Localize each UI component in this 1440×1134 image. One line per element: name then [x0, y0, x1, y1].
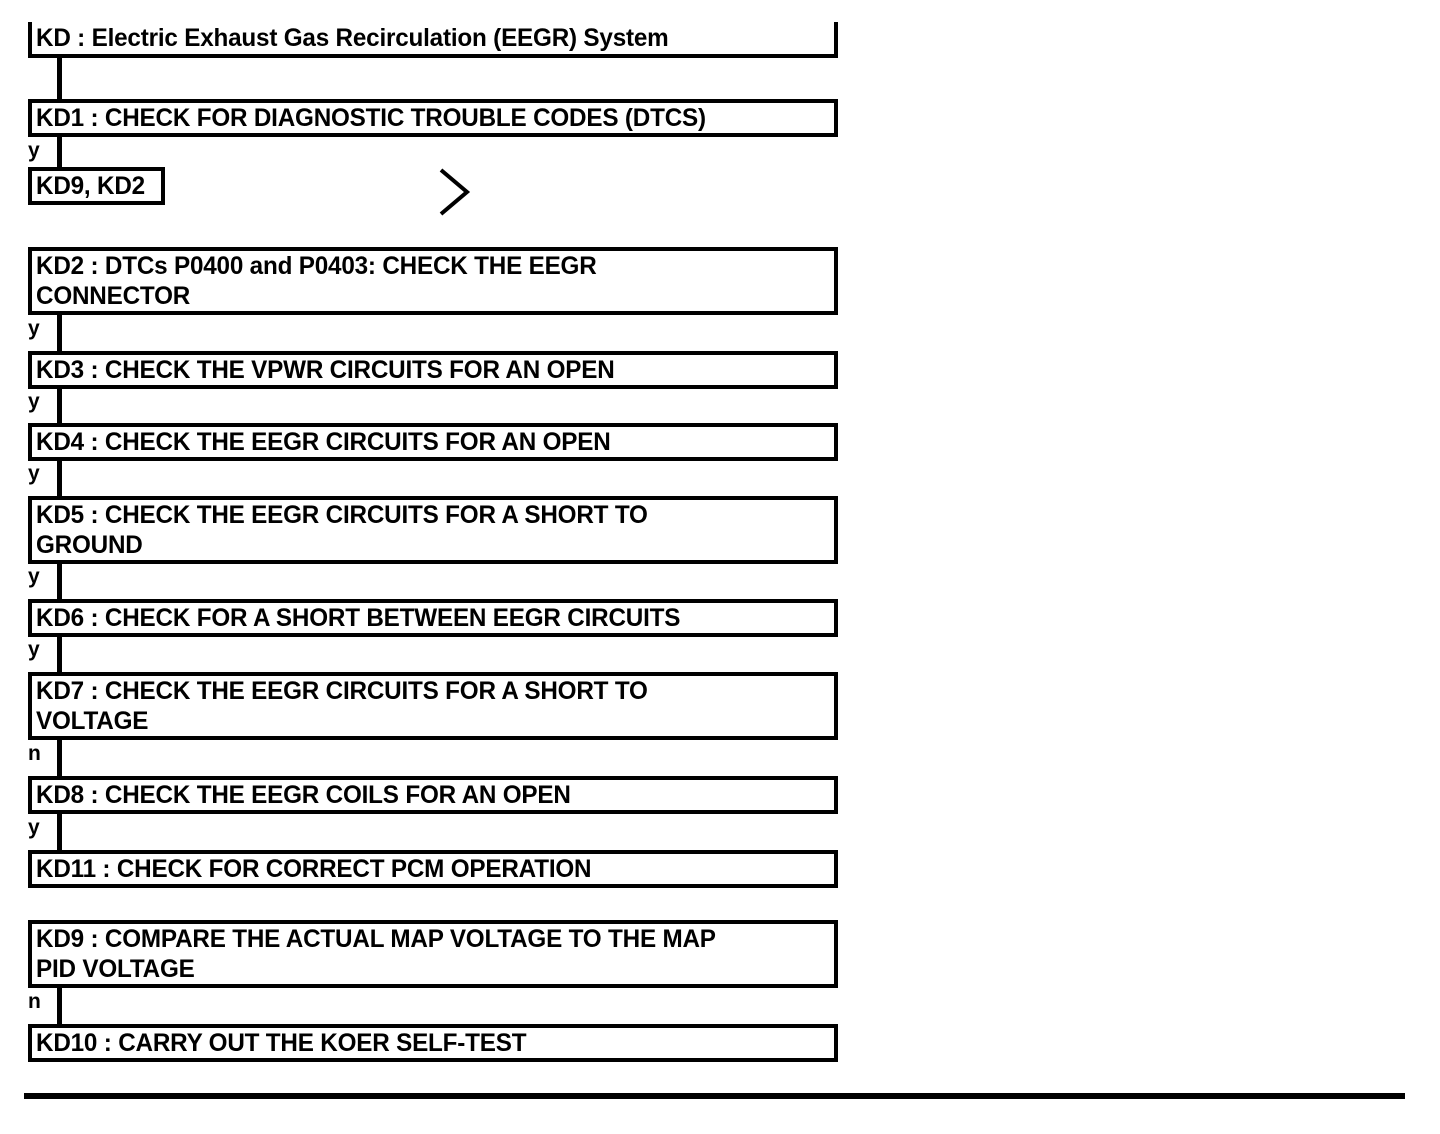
connector-kd6-to-kd7 [57, 637, 62, 672]
node-kd3[interactable]: KD3 : CHECK THE VPWR CIRCUITS FOR AN OPE… [28, 351, 838, 389]
node-kd1[interactable]: KD1 : CHECK FOR DIAGNOSTIC TROUBLE CODES… [28, 99, 838, 137]
node-kd7[interactable]: KD7 : CHECK THE EEGR CIRCUITS FOR A SHOR… [28, 672, 838, 740]
node-kd5-label: KD5 : CHECK THE EEGR CIRCUITS FOR A SHOR… [36, 501, 648, 559]
connector-kd9-to-kd10 [57, 988, 62, 1024]
node-kd2[interactable]: KD2 : DTCs P0400 and P0403: CHECK THE EE… [28, 247, 838, 315]
branch-label-kd2-yes: y [28, 317, 40, 340]
node-kd8-label: KD8 : CHECK THE EEGR COILS FOR AN OPEN [36, 781, 571, 809]
branch-label-kd9-no: n [28, 990, 41, 1013]
branch-label-kd1-yes: y [28, 139, 40, 162]
node-kd6-label: KD6 : CHECK FOR A SHORT BETWEEN EEGR CIR… [36, 604, 681, 632]
node-kd11-label: KD11 : CHECK FOR CORRECT PCM OPERATION [36, 855, 592, 883]
node-kd10-label: KD10 : CARRY OUT THE KOER SELF-TEST [36, 1029, 527, 1057]
node-kd2-label: KD2 : DTCs P0400 and P0403: CHECK THE EE… [36, 252, 597, 310]
branch-label-kd5-yes: y [28, 565, 40, 588]
connector-kd4-to-kd5 [57, 461, 62, 496]
node-kd7-label: KD7 : CHECK THE EEGR CIRCUITS FOR A SHOR… [36, 677, 648, 735]
branch-label-kd3-yes: y [28, 390, 40, 413]
node-kd-title-label: KD : Electric Exhaust Gas Recirculation … [36, 24, 669, 52]
connector-kd5-to-kd6 [57, 564, 62, 599]
branch-label-kd4-yes: y [28, 462, 40, 485]
branch-label-kd6-yes: y [28, 638, 40, 661]
connector-kd3-to-kd4 [57, 389, 62, 423]
node-kd10[interactable]: KD10 : CARRY OUT THE KOER SELF-TEST [28, 1024, 838, 1062]
node-kd4-label: KD4 : CHECK THE EEGR CIRCUITS FOR AN OPE… [36, 428, 611, 456]
node-kd4[interactable]: KD4 : CHECK THE EEGR CIRCUITS FOR AN OPE… [28, 423, 838, 461]
branch-label-kd7-no: n [28, 742, 41, 765]
node-kd9[interactable]: KD9 : COMPARE THE ACTUAL MAP VOLTAGE TO … [28, 920, 838, 988]
connector-kd2-to-kd3 [57, 315, 62, 351]
node-kd11[interactable]: KD11 : CHECK FOR CORRECT PCM OPERATION [28, 850, 838, 888]
connector-kd8-to-kd11 [57, 814, 62, 850]
node-kd9-label: KD9 : COMPARE THE ACTUAL MAP VOLTAGE TO … [36, 925, 716, 983]
footer-divider [24, 1093, 1405, 1099]
node-kd6[interactable]: KD6 : CHECK FOR A SHORT BETWEEN EEGR CIR… [28, 599, 838, 637]
node-kd5[interactable]: KD5 : CHECK THE EEGR CIRCUITS FOR A SHOR… [28, 496, 838, 564]
connector-kd-to-kd1 [57, 58, 62, 100]
branch-label-kd8-yes: y [28, 816, 40, 839]
chevron-right-icon [436, 166, 476, 218]
connector-kd7-to-kd8 [57, 740, 62, 776]
node-reference-kd9-kd2[interactable]: KD9, KD2 [28, 167, 165, 205]
node-kd3-label: KD3 : CHECK THE VPWR CIRCUITS FOR AN OPE… [36, 356, 615, 384]
node-kd1-label: KD1 : CHECK FOR DIAGNOSTIC TROUBLE CODES… [36, 104, 706, 132]
node-reference-kd9-kd2-label: KD9, KD2 [36, 172, 145, 200]
node-kd-title[interactable]: KD : Electric Exhaust Gas Recirculation … [28, 22, 838, 58]
node-kd8[interactable]: KD8 : CHECK THE EEGR COILS FOR AN OPEN [28, 776, 838, 814]
connector-kd1-to-ref [57, 137, 62, 169]
